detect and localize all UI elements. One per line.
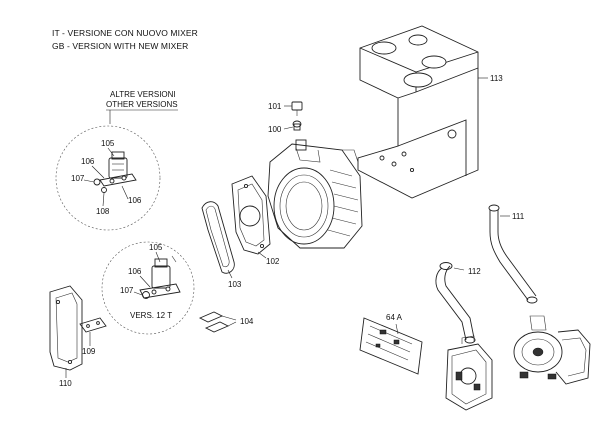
callout-111: 111 — [512, 212, 525, 221]
heat-exchanger-body — [267, 139, 363, 249]
part-103-gasket: 103 — [201, 201, 242, 289]
part-110-plate: 110 — [49, 285, 83, 388]
part-105-lower — [151, 255, 177, 289]
callout-102: 102 — [266, 257, 280, 266]
callout-64a: 64 A — [386, 313, 403, 322]
part-109-bracket: 109 — [79, 317, 107, 356]
callout-101: 101 — [268, 102, 282, 111]
detail-circle-other-versions: 105 106 107 108 106 — [55, 125, 161, 231]
callout-106: 106 — [81, 157, 95, 166]
callout-106c: 106 — [128, 267, 142, 276]
part-106-top-plate — [99, 173, 137, 187]
callout-103: 103 — [228, 280, 242, 289]
part-107-ring — [93, 178, 101, 186]
part-101-sensor: 101 — [268, 101, 303, 116]
part-102-front-frame: 102 — [231, 175, 280, 266]
callout-113: 113 — [490, 74, 503, 83]
callout-109: 109 — [82, 347, 96, 356]
part-112-pipe: 112 — [435, 262, 481, 344]
alt-versions-label-gb: OTHER VERSIONS — [106, 100, 178, 109]
part-111-pipe: 111 — [488, 204, 538, 304]
callout-105b: 105 — [149, 243, 163, 252]
vers-12t-label: VERS. 12 T — [130, 311, 172, 320]
fan-blower-assembly — [513, 315, 591, 385]
callout-106b: 106 — [128, 196, 142, 205]
callout-112: 112 — [468, 267, 481, 276]
part-104-pads: 104 — [198, 311, 254, 333]
callout-110: 110 — [59, 379, 72, 388]
part-106-lower-plate — [139, 283, 181, 299]
gas-valve-assembly — [445, 335, 493, 411]
callout-104: 104 — [240, 317, 254, 326]
callout-107: 107 — [71, 174, 85, 183]
detail-circle-vers-12t: 105 106 107 VERS. 12 T — [101, 241, 195, 335]
header-gb: GB - VERSION WITH NEW MIXER — [52, 41, 189, 51]
callout-107b: 107 — [120, 286, 134, 295]
header-it: IT - VERSIONE CON NUOVO MIXER — [52, 28, 198, 38]
part-113-chassis: 113 — [357, 25, 503, 199]
callout-100: 100 — [268, 125, 282, 134]
part-100-fitting: 100 — [268, 120, 302, 134]
part-108-washer — [101, 187, 107, 193]
part-107-lower-ring — [142, 291, 150, 299]
part-105-top — [108, 151, 128, 179]
part-64a-circuit-board: 64 A — [359, 313, 423, 375]
alt-versions-label-it: ALTRE VERSIONI — [110, 90, 176, 99]
callout-105: 105 — [101, 139, 115, 148]
callout-108: 108 — [96, 207, 110, 216]
